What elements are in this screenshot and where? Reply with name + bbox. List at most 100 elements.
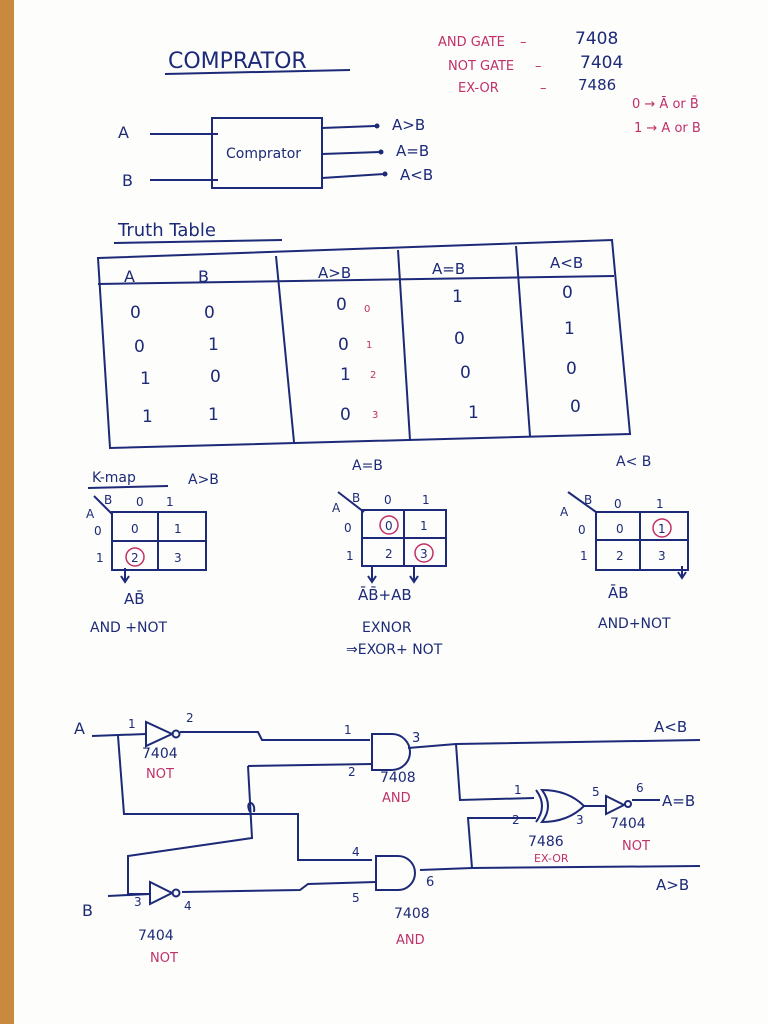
truth-table-heading: Truth Table (117, 220, 216, 241)
wire (91, 733, 147, 737)
kmap-row-label: 0 (94, 524, 102, 538)
ic-number: 7408 (394, 906, 430, 922)
circuit-input-a: A (74, 719, 85, 738)
circuit-output: A>B (656, 876, 689, 894)
table-cell: 0 (340, 405, 351, 425)
ic-number: 7486 (528, 834, 564, 850)
kmap-grid-lines (362, 510, 446, 566)
not-gate-body (149, 880, 175, 906)
xor-gate-body (540, 788, 586, 824)
kmap-gate-note: ⇒EXOR+ NOT (346, 642, 443, 658)
pin-number: 6 (426, 875, 434, 890)
kmap-col-label: 0 (136, 495, 144, 509)
wire-b-to-and-top (247, 763, 373, 767)
table-divider (275, 255, 295, 443)
ic-note-gate: AND GATE (438, 35, 505, 50)
wire-to-xor-2 (466, 817, 536, 869)
kmap-row-var: A (86, 507, 95, 521)
wire-a-to-and-bottom (117, 735, 372, 861)
logic-circuit: A B 1 2 7404 NOT 1 2 3 7 (74, 711, 701, 966)
ic-note-dash: – (540, 81, 547, 96)
not-gate-output: 5 6 7404 NOT (592, 781, 650, 854)
table-cell: 1 (468, 403, 479, 423)
not-gate-a: 1 2 7404 NOT (128, 711, 194, 782)
table-cell: 0 (566, 359, 577, 379)
kmap-grid-lines (112, 512, 206, 570)
pin-number: 1 (128, 717, 136, 731)
comparator-label: Comprator (226, 146, 301, 162)
kmaps: K-map A>B B A 0 1 0 1 0 1 2 3 AB̄ AND +N… (86, 454, 689, 658)
output-note: 1 → A or B (634, 121, 701, 136)
pin-number: 3 (576, 813, 584, 827)
kmap-cell: 3 (174, 551, 182, 565)
kmap-cell: 1 (658, 522, 666, 536)
circuit-input-b: B (82, 901, 93, 920)
not-gate-body (605, 794, 627, 816)
xor-gate: 1 2 3 7486 EX-OR (512, 783, 586, 865)
pin-number: 2 (186, 711, 194, 725)
wire-and-bottom-out (419, 865, 701, 871)
kmap-row-label: 0 (344, 521, 352, 535)
pin-number: 1 (344, 723, 352, 737)
table-cell: 1 (142, 407, 153, 427)
kmap-gate: EXNOR (362, 620, 412, 636)
not-gate-bubble (624, 800, 632, 808)
gate-type: EX-OR (534, 852, 569, 865)
pin-number: 2 (348, 765, 356, 779)
kmap-col-var: B (584, 493, 592, 507)
and-gate-top: 1 2 3 7408 AND (344, 723, 420, 806)
kmap-cell: 3 (420, 547, 428, 561)
ic-note-dash: – (535, 59, 542, 74)
table-cell: 0 (204, 303, 215, 323)
ic-number: 7404 (610, 816, 646, 832)
kmap-cell: 1 (174, 522, 182, 536)
table-cell: 1 (208, 405, 219, 425)
gate-type: NOT (146, 767, 174, 782)
gate-type: AND (382, 791, 411, 806)
kmap-cell: 0 (616, 522, 624, 536)
output-wire (321, 125, 376, 129)
circuit-output: A<B (654, 718, 687, 736)
output-note: 0 → Ā or B̄ (632, 97, 699, 112)
kmap-title: A=B (352, 458, 383, 474)
table-cell: 1 (208, 335, 219, 355)
table-cell: 1 (340, 365, 351, 385)
ic-note-number: 7486 (578, 76, 616, 94)
ic-note-gate: EX-OR (458, 81, 499, 96)
table-cell: 0 (460, 363, 471, 383)
column-header: B (198, 267, 209, 286)
block-output: A=B (396, 142, 429, 160)
kmap-col-label: 1 (656, 497, 664, 511)
wire-not-b-out (181, 881, 377, 893)
not-gate-body (145, 720, 175, 748)
output-wire (321, 151, 381, 155)
ic-number: 7404 (138, 928, 174, 944)
kmap-row-label: 1 (346, 549, 354, 563)
kmap-cell: 1 (420, 519, 428, 533)
wire-and-top-out (407, 739, 701, 749)
ic-note-gate: NOT GATE (448, 59, 514, 74)
kmap-cell-circle (379, 515, 399, 535)
table-cell: 1 (564, 319, 575, 339)
kmap-expression: ĀB̄+AB (358, 585, 412, 604)
page-title: COMPRATOR (168, 49, 307, 74)
table-cell: 0 (570, 397, 581, 417)
pin-number: 4 (352, 845, 360, 859)
ic-note-number: 7408 (575, 29, 618, 49)
table-border (96, 238, 632, 450)
kmap-arrow (120, 568, 130, 584)
kmap-cell: 0 (131, 522, 139, 536)
kmap-title: A>B (188, 472, 219, 488)
kmap-title: A< B (616, 454, 651, 470)
kmap-row-var: A (332, 501, 341, 515)
column-header: A<B (550, 254, 583, 272)
output-dot (382, 171, 388, 177)
pin-number: 5 (352, 891, 360, 905)
kmap-row-var: A (560, 505, 569, 519)
gate-type: NOT (150, 951, 178, 966)
kmap-a-equal-b: A=B B A 0 1 0 1 0 1 2 3 ĀB̄+AB EXNOR ⇒EX… (332, 458, 447, 658)
output-wire (321, 173, 385, 179)
kmap-cell: 2 (131, 551, 139, 565)
gate-type: AND (396, 933, 425, 948)
